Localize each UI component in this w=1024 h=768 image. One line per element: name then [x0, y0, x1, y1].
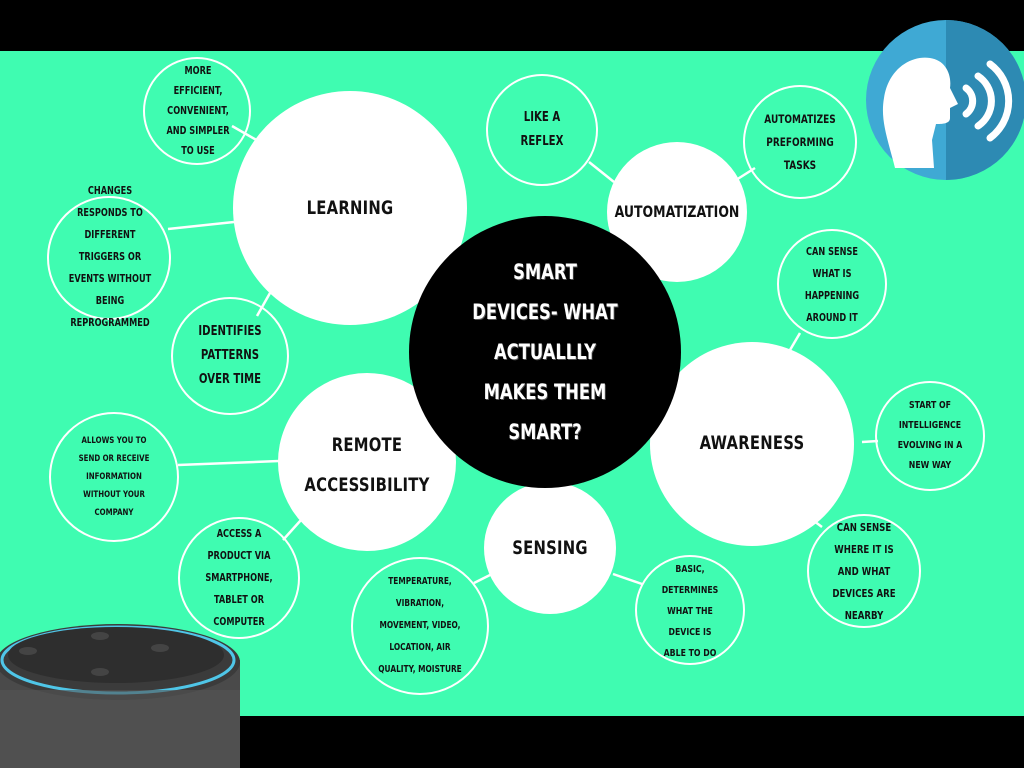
connector-learning-patterns [255, 292, 272, 317]
hub-circle-sensing [484, 482, 616, 614]
hub-label-sensing: SENSING [512, 537, 588, 559]
hub-circle-automatization [607, 142, 747, 282]
connector-remote-allows [177, 459, 280, 467]
detail-patterns: IDENTIFIES PATTERNS OVER TIME [198, 324, 262, 387]
voice-speaking-icon [866, 20, 1024, 180]
detail-temperature: TEMPERATURE, VIBRATION, MOVEMENT, VIDEO,… [378, 576, 462, 675]
detail-circle-intelligence [875, 381, 985, 491]
detail-circle-automates [743, 85, 857, 199]
hub-circle-remote [278, 373, 456, 551]
connector-aware-sense [788, 332, 802, 351]
detail-intelligence: START OF INTELLIGENCE EVOLVING IN A NEW … [897, 400, 963, 471]
connector-remote-access [282, 519, 302, 541]
detail-sense-happening: CAN SENSE WHAT IS HAPPENING AROUND IT [804, 246, 860, 324]
detail-efficient: MORE EFFICIENT, CONVENIENT, AND SIMPLER … [166, 65, 230, 157]
hub-label-remote: REMOTE ACCESSIBILITY [304, 434, 430, 496]
hub-label-learning: LEARNING [306, 197, 394, 219]
detail-circle-efficient [143, 57, 251, 165]
hub-circle-learning [233, 91, 467, 325]
connector-sensing-basic [612, 572, 643, 586]
detail-sense-where: CAN SENSE WHERE IT IS AND WHAT DEVICES A… [832, 521, 896, 622]
detail-circle-basic [635, 555, 745, 665]
detail-circle-allows [49, 412, 179, 542]
detail-allows: ALLOWS YOU TO SEND OR RECEIVE INFORMATIO… [78, 436, 150, 518]
smart-speaker-image [0, 624, 240, 768]
center-title: SMART DEVICES- WHAT ACTUALLLY MAKES THEM… [472, 260, 618, 444]
detail-circle-sense-happening [777, 229, 887, 339]
hub-circle-awareness [650, 342, 854, 546]
hub-label-awareness: AWARENESS [699, 432, 805, 454]
detail-automates: AUTOMATIZES PREFORMING TASKS [764, 111, 836, 172]
detail-circle-temperature [351, 557, 489, 695]
detail-basic: BASIC, DETERMINES WHAT THE DEVICE IS ABL… [661, 563, 719, 659]
detail-circle-sense-where [807, 514, 921, 628]
detail-circle-access [178, 517, 300, 639]
detail-circle-changes [47, 196, 171, 320]
detail-access: ACCESS A PRODUCT VIA SMARTPHONE, TABLET … [205, 528, 273, 628]
connector-auto-reflex [588, 161, 615, 183]
detail-reflex: LIKE A REFLEX [520, 110, 564, 149]
center-circle [409, 216, 681, 488]
detail-circle-reflex [486, 74, 598, 186]
hub-label-automatization: AUTOMATIZATION [614, 202, 740, 221]
connector-learning-changes [167, 220, 235, 231]
detail-circle-patterns [171, 297, 289, 415]
detail-changes: CHANGES RESPONDS TO DIFFERENT TRIGGERS O… [68, 185, 152, 329]
